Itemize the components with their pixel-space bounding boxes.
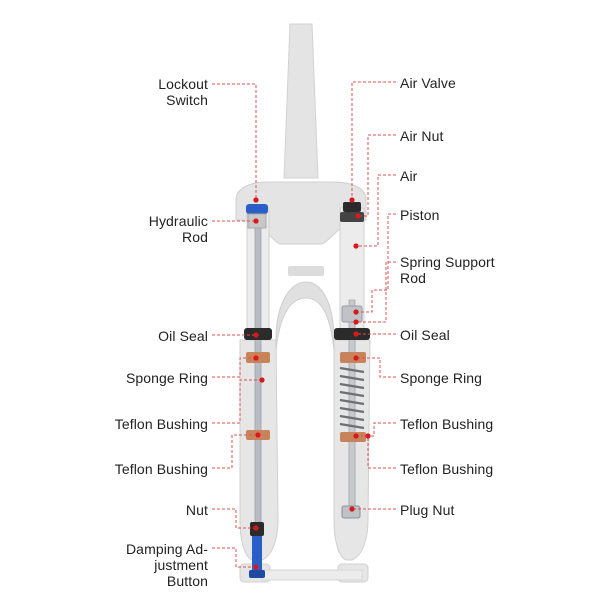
label-plug-nut: Plug Nut [400, 502, 455, 518]
label-oil-seal-left: Oil Seal [158, 328, 208, 344]
label-sponge-ring-right: Sponge Ring [400, 370, 483, 386]
leader-line-sponge-ring-left [212, 357, 256, 378]
leader-dot-sponge-ring-left [253, 355, 259, 361]
label-teflon-bushing-left-1: Teflon Bushing [114, 416, 208, 432]
label-oil-seal-right: Oil Seal [400, 327, 450, 343]
leader-line-teflon-bushing-right-1 [356, 422, 396, 437]
leader-line-air [356, 174, 396, 247]
leader-dot-oil-seal-right [353, 331, 359, 337]
leader-dot-teflon-bushing-right-1 [353, 433, 359, 439]
leader-dot-air [353, 243, 359, 249]
leader-line-nut [212, 508, 256, 529]
label-teflon-bushing-right-1: Teflon Bushing [400, 416, 494, 432]
label-air-valve: Air Valve [400, 75, 456, 91]
right-teflon-bushing [340, 432, 366, 442]
leader-dot-nut [253, 525, 259, 531]
label-lockout-switch: Lockout Switch [158, 76, 208, 108]
label-air: Air [400, 168, 418, 184]
label-spring-support-rod: Spring Support Rod [400, 254, 495, 286]
leader-dot-sponge-ring-right [353, 355, 359, 361]
leader-dot-plug-nut [349, 506, 355, 512]
leader-line-spring-support-rod [356, 261, 396, 323]
leader-line-teflon-bushing-left-2 [212, 434, 258, 469]
leader-line-teflon-bushing-right-2 [367, 436, 396, 469]
label-sponge-ring-left: Sponge Ring [125, 370, 208, 386]
label-damping-adjustment-button: Damping Ad- justment Button [125, 541, 208, 589]
coil-spring [339, 366, 365, 430]
lockout-cap [246, 204, 268, 214]
right-oil-seal [334, 328, 370, 340]
leader-line-sponge-ring-right [356, 357, 396, 378]
steerer-tube [283, 23, 319, 179]
leader-dot-air-nut [355, 213, 361, 219]
label-air-nut: Air Nut [400, 128, 444, 144]
leader-dot-damping-adjustment-button [253, 564, 259, 570]
label-hydraulic-rod: Hydraulic Rod [148, 213, 208, 245]
leader-dot-air-valve [349, 197, 355, 203]
leader-dot-spring-support-rod [353, 319, 359, 325]
leader-dot-teflon-bushing-left-2 [255, 432, 261, 438]
leader-dot-lockout-switch [253, 197, 259, 203]
label-piston: Piston [400, 207, 440, 223]
arch-logo-plate [288, 266, 324, 276]
air-valve-cap [343, 202, 361, 212]
damping-button-body [252, 536, 262, 572]
label-nut: Nut [185, 502, 208, 518]
leader-dot-piston [353, 309, 359, 315]
leader-line-lockout-switch [212, 83, 257, 200]
leader-line-damping-adjustment-button [212, 547, 256, 568]
leader-dot-oil-seal-left [253, 332, 259, 338]
leader-line-piston [356, 213, 396, 313]
label-teflon-bushing-right-2: Teflon Bushing [400, 461, 494, 477]
damping-button-cap [249, 570, 265, 578]
label-teflon-bushing-left-2: Teflon Bushing [114, 461, 208, 477]
leader-line-air-valve [351, 81, 396, 200]
leader-line-teflon-bushing-left-1 [212, 379, 262, 424]
leader-dot-hydraulic-rod [253, 218, 259, 224]
fork-arch [275, 281, 335, 351]
leader-dot-teflon-bushing-left-1 [259, 377, 265, 383]
right-sponge-ring [340, 352, 366, 363]
leader-dot-teflon-bushing-right-2 [365, 433, 371, 439]
